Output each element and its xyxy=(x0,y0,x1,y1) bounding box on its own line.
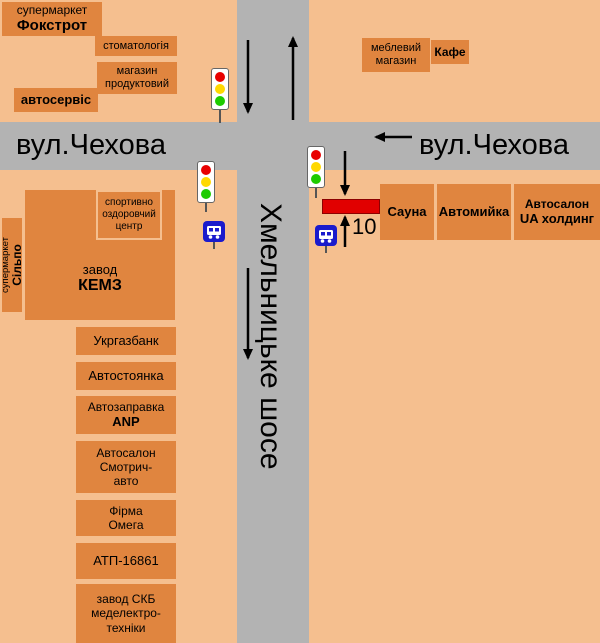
bus-stop-sign xyxy=(315,225,337,246)
yellow-lamp-icon xyxy=(201,177,211,187)
building-foxtrot: супермаркет Фокстрот xyxy=(2,2,102,36)
building-silpo-label: супермаркет Сільпо xyxy=(0,218,24,312)
building-car-salon-ua-holding: Автосалон UA холдинг xyxy=(514,184,600,240)
building-foxtrot-type: супермаркет xyxy=(16,3,88,18)
green-lamp-icon xyxy=(311,174,321,184)
street-label-chekhova-right: вул.Чехова xyxy=(419,129,569,161)
building-carwash: Автомийка xyxy=(437,184,511,240)
building-grocery-store: магазин продуктовий xyxy=(97,62,177,94)
traffic-light-body xyxy=(211,68,229,110)
building-kemz-type: завод xyxy=(82,261,118,277)
ua-holding-name: UA холдинг xyxy=(519,211,595,227)
gas-station-type: Автозаправка xyxy=(87,400,165,415)
building-firm-omega: Фірма Омега xyxy=(76,500,176,536)
building-atp-16861: АТП-16861 xyxy=(76,543,176,579)
building-car-salon-smotrych: Автосалон Смотрич- авто xyxy=(76,441,176,493)
building-cafe: Кафе xyxy=(431,40,469,64)
traffic-light-pole xyxy=(205,203,207,212)
traffic-light-body xyxy=(307,146,325,188)
bus-stop-icon xyxy=(315,225,337,253)
yellow-lamp-icon xyxy=(215,84,225,94)
yellow-lamp-icon xyxy=(311,162,321,172)
green-lamp-icon xyxy=(201,189,211,199)
billboard-marker[interactable] xyxy=(322,199,380,214)
street-label-khmelnytske: Хмельницьке шосе xyxy=(254,203,287,470)
gas-station-name: ANP xyxy=(112,414,140,430)
ua-holding-type: Автосалон xyxy=(524,197,590,212)
traffic-light-pole xyxy=(315,188,317,198)
red-lamp-icon xyxy=(215,72,225,82)
bus-stop-pole xyxy=(213,242,215,249)
building-furniture-store: меблевий магазин xyxy=(362,38,430,72)
traffic-light-icon xyxy=(197,161,215,212)
bus-stop-sign xyxy=(203,221,225,242)
traffic-light-pole xyxy=(219,110,221,123)
building-dentistry: стоматологія xyxy=(95,36,177,56)
building-sauna: Сауна xyxy=(380,184,434,240)
building-parking: Автостоянка xyxy=(76,362,176,390)
bus-stop-pole xyxy=(325,246,327,253)
building-kemz-name: КЕМЗ xyxy=(78,277,122,295)
red-lamp-icon xyxy=(201,165,211,175)
building-sport-center: спортивно оздоровчий центр xyxy=(96,190,162,240)
red-lamp-icon xyxy=(311,150,321,160)
street-label-chekhova-left: вул.Чехова xyxy=(16,129,166,161)
billboard-number: 10 xyxy=(352,214,377,239)
building-silpo: супермаркет Сільпо xyxy=(0,218,24,312)
building-gas-station-anp: Автозаправка ANP xyxy=(76,396,176,434)
traffic-light-icon xyxy=(211,68,229,123)
building-autoservice: автосервіс xyxy=(14,88,98,112)
bus-stop-icon xyxy=(203,221,225,249)
building-ukrgazbank: Укргазбанк xyxy=(76,327,176,355)
green-lamp-icon xyxy=(215,96,225,106)
building-foxtrot-name: Фокстрот xyxy=(16,17,88,35)
building-silpo-name: Сільпо xyxy=(9,244,24,286)
traffic-light-icon xyxy=(307,146,325,198)
building-skb-plant: завод СКБ меделектро- техніки xyxy=(76,584,176,643)
traffic-light-body xyxy=(197,161,215,203)
